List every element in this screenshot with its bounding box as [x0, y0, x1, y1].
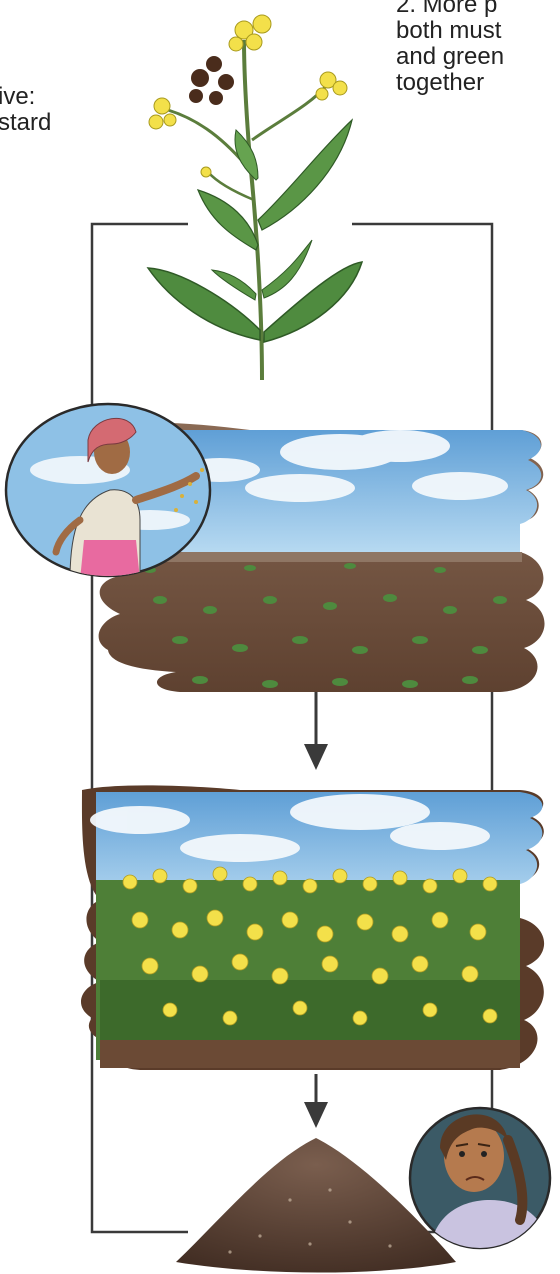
- arrow-down-icon: [304, 1074, 328, 1128]
- mustard-seeds-icon: [189, 56, 234, 105]
- cycle-frame: [92, 224, 492, 1232]
- arrow-down-icon: [304, 692, 328, 770]
- worried-woman-portrait: [410, 1108, 550, 1250]
- mustard-plant-icon: [148, 15, 362, 380]
- flowering-field-panel: [81, 785, 544, 1070]
